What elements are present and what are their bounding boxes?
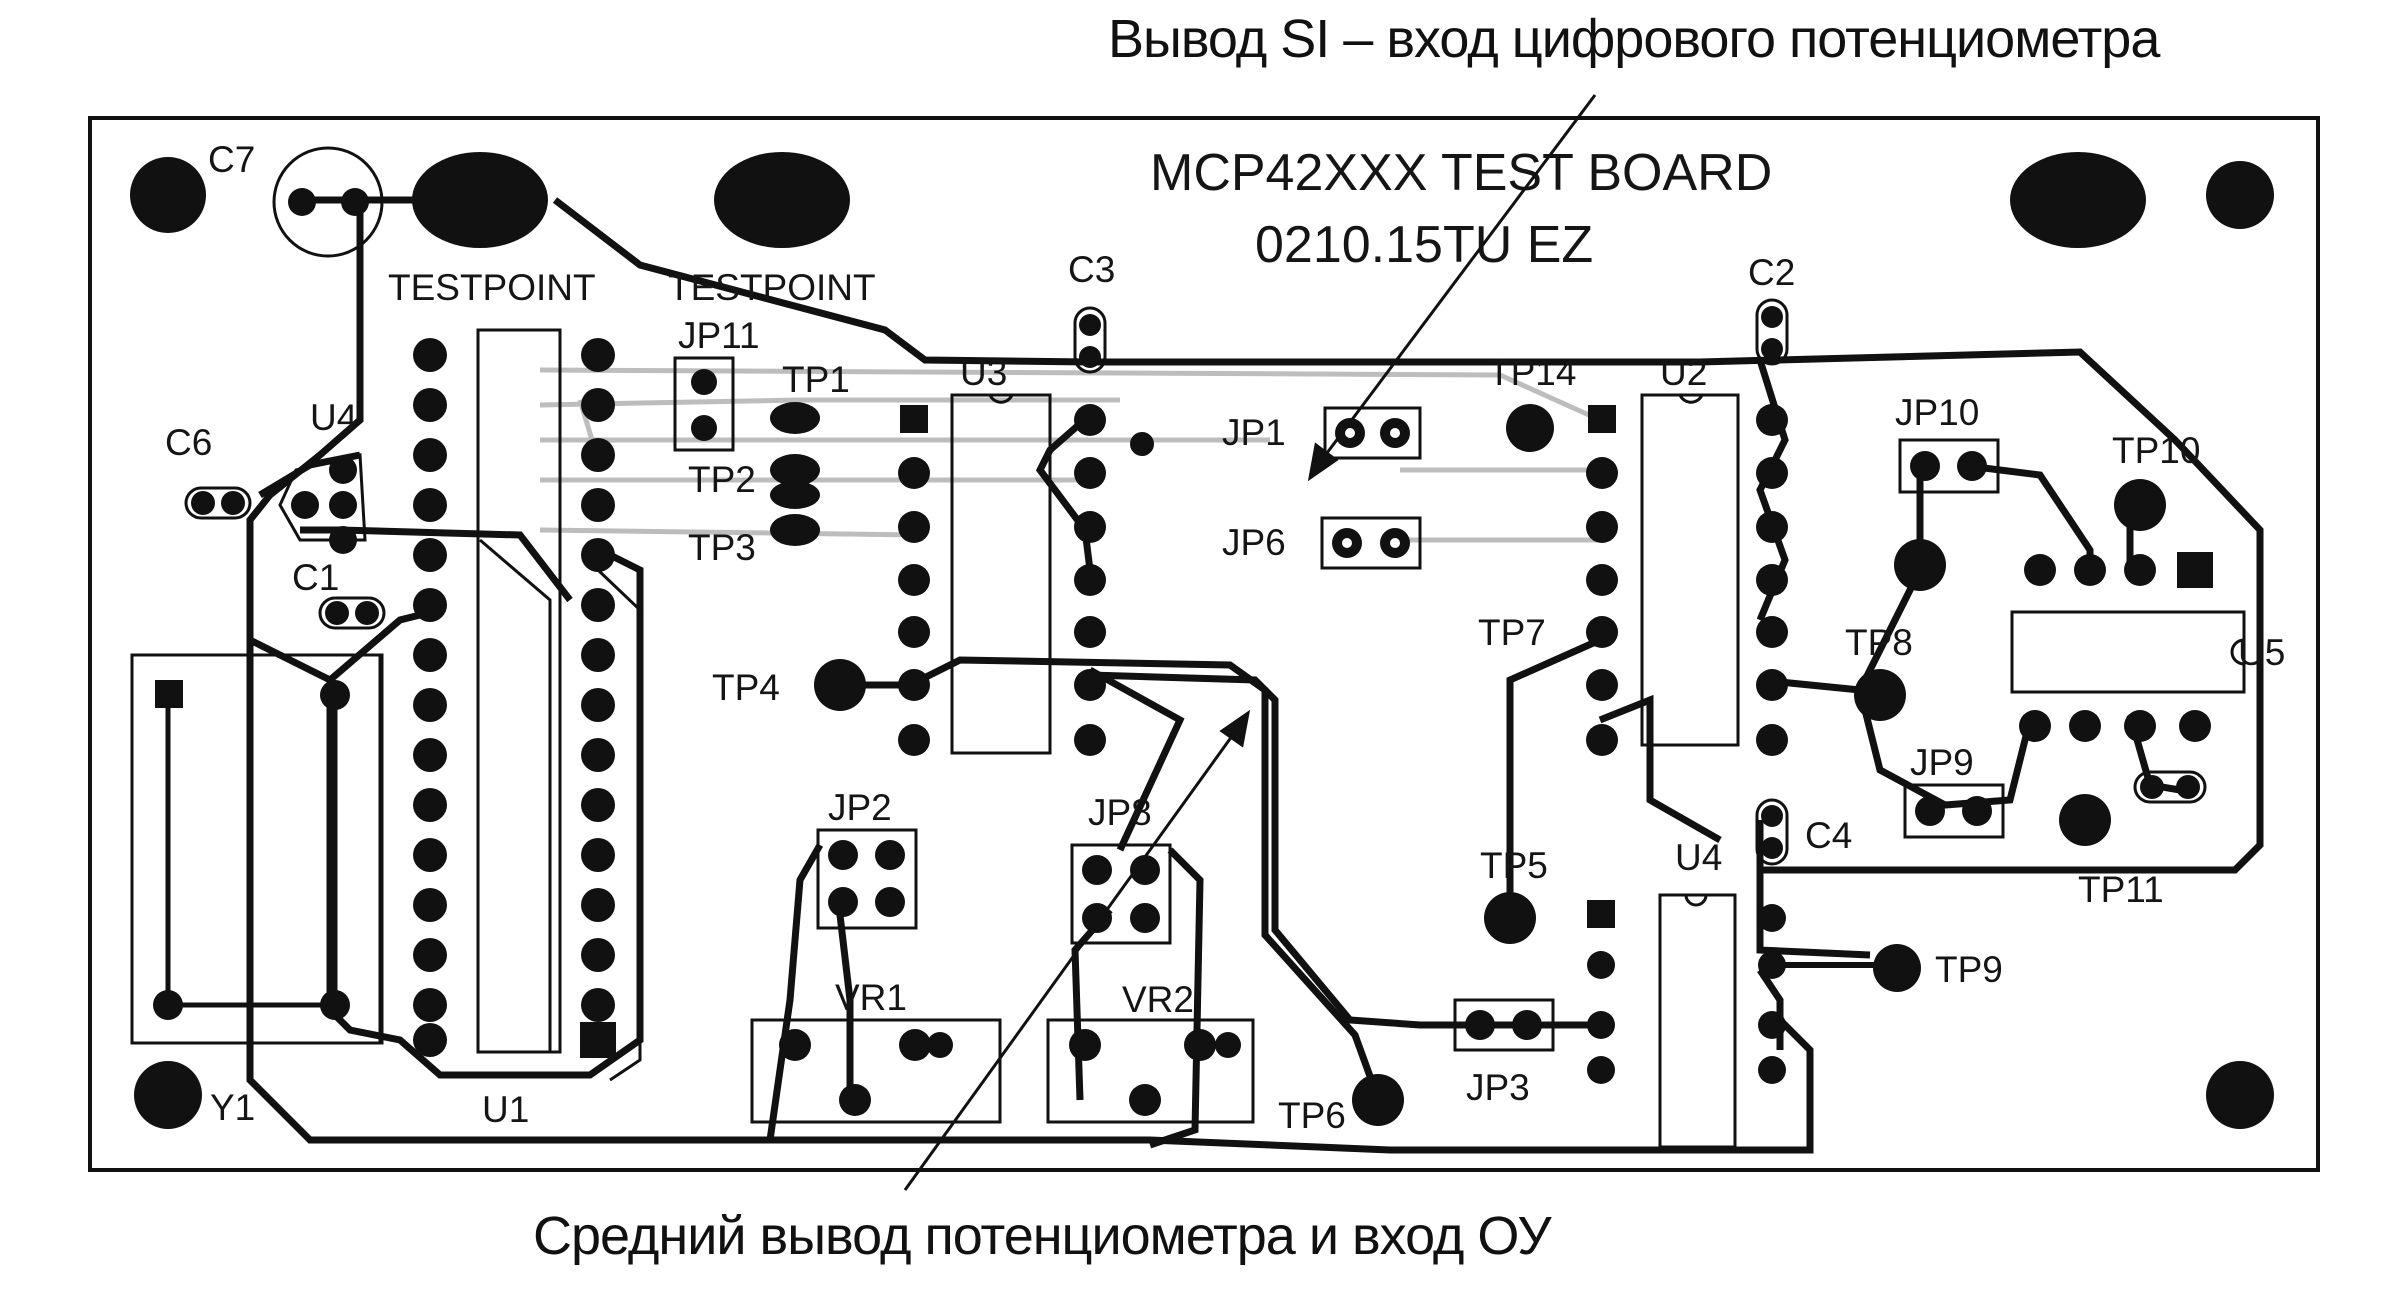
annotation-bottom: Средний вывод потенциометра и вход ОУ: [533, 1206, 1552, 1266]
jp11-jumper: [673, 356, 735, 452]
u1-chip: [413, 328, 642, 1082]
tp11-pads: [2059, 770, 2207, 846]
label-testpoint-2: TESTPOINT: [668, 267, 876, 308]
mounting-holes: [130, 152, 2274, 1129]
board-title: MCP42XXX TEST BOARD: [1150, 144, 1772, 202]
label-jp8: JP8: [1088, 792, 1152, 833]
label-jp2: JP2: [828, 787, 892, 828]
jp9-jumper: [1903, 783, 2005, 839]
label-vr1: VR1: [835, 977, 907, 1018]
tp1-tp3-pads: [770, 402, 820, 546]
label-c4: C4: [1805, 815, 1852, 856]
label-jp10: JP10: [1895, 392, 1979, 433]
c6-capacitor: [184, 486, 252, 520]
label-tp11: TP11: [2078, 869, 2164, 910]
label-tp2: TP2: [688, 459, 756, 500]
label-jp9: JP9: [1910, 742, 1974, 783]
label-tp14: TP14: [1488, 352, 1576, 393]
label-tp10: TP10: [2112, 430, 2200, 471]
board-code: 0210.15TU EZ: [1255, 216, 1593, 274]
jp1-jumper: [1323, 406, 1422, 460]
label-y1: Y1: [210, 1087, 255, 1128]
u2-chip: [1586, 393, 1788, 756]
jp3-jumper: [1453, 998, 1555, 1052]
jp6-jumper: [1320, 516, 1422, 570]
component-labels: C7 TESTPOINT TESTPOINT JP11 U4 C6 C1 Y1 …: [165, 139, 2285, 1136]
label-jp6: JP6: [1222, 522, 1286, 563]
vr2-potentiometer: [1046, 1018, 1255, 1124]
u5-chip: [2010, 610, 2246, 742]
label-jp1: JP1: [1222, 412, 1286, 453]
label-u5: U5: [2238, 632, 2285, 673]
c2-capacitor: [1755, 298, 1789, 366]
jp8-jumper: [1070, 843, 1172, 945]
label-c3: C3: [1068, 249, 1115, 290]
label-tp3: TP3: [688, 527, 756, 568]
label-tp5: TP5: [1480, 845, 1548, 886]
u4-regulator: [278, 453, 367, 554]
callout-arrows: [903, 94, 1597, 1191]
label-tp8: TP8: [1845, 622, 1913, 663]
label-u4-right: U4: [1675, 837, 1722, 878]
label-c2: C2: [1748, 252, 1795, 293]
label-jp11: JP11: [678, 315, 760, 356]
tp14-pad: [1506, 404, 1554, 452]
tp5-pad: [1484, 892, 1536, 944]
label-vr2: VR2: [1122, 979, 1194, 1020]
annotation-top: Вывод SI – вход цифрового потенциометра: [1108, 9, 2160, 69]
label-tp1: TP1: [782, 359, 850, 400]
u3-chip: [898, 393, 1154, 756]
label-u4-left: U4: [310, 397, 357, 438]
c7-capacitor: [272, 146, 384, 258]
c4-capacitor: [1755, 798, 1789, 866]
label-tp7: TP7: [1478, 612, 1546, 653]
tp4-pad: [814, 659, 900, 711]
board-outline: [88, 116, 2320, 1172]
c3-capacitor: [1073, 306, 1107, 374]
label-u1: U1: [482, 1089, 529, 1130]
y1-crystal: [130, 653, 384, 1045]
label-c7: C7: [208, 139, 255, 180]
label-c6: C6: [165, 422, 212, 463]
vr1-potentiometer: [750, 1018, 1002, 1124]
label-jp3: JP3: [1466, 1067, 1530, 1108]
jp2-jumper: [816, 828, 918, 930]
jp10-jumper: [1898, 438, 2000, 494]
tp9-pad: [1772, 944, 1921, 992]
label-testpoint-1: TESTPOINT: [388, 267, 596, 308]
label-tp9: TP9: [1935, 949, 2003, 990]
label-tp4: TP4: [712, 667, 780, 708]
label-tp6: TP6: [1278, 1095, 1346, 1136]
label-u2: U2: [1660, 352, 1707, 393]
tp8-pad: [1854, 669, 1906, 721]
u4-chip: [1587, 893, 1786, 1149]
c1-capacitor: [318, 596, 386, 630]
tp10-pads: [1894, 479, 2213, 591]
label-c1: C1: [292, 557, 339, 598]
label-u3: U3: [960, 352, 1007, 393]
tp6-pad: [1352, 1074, 1404, 1126]
